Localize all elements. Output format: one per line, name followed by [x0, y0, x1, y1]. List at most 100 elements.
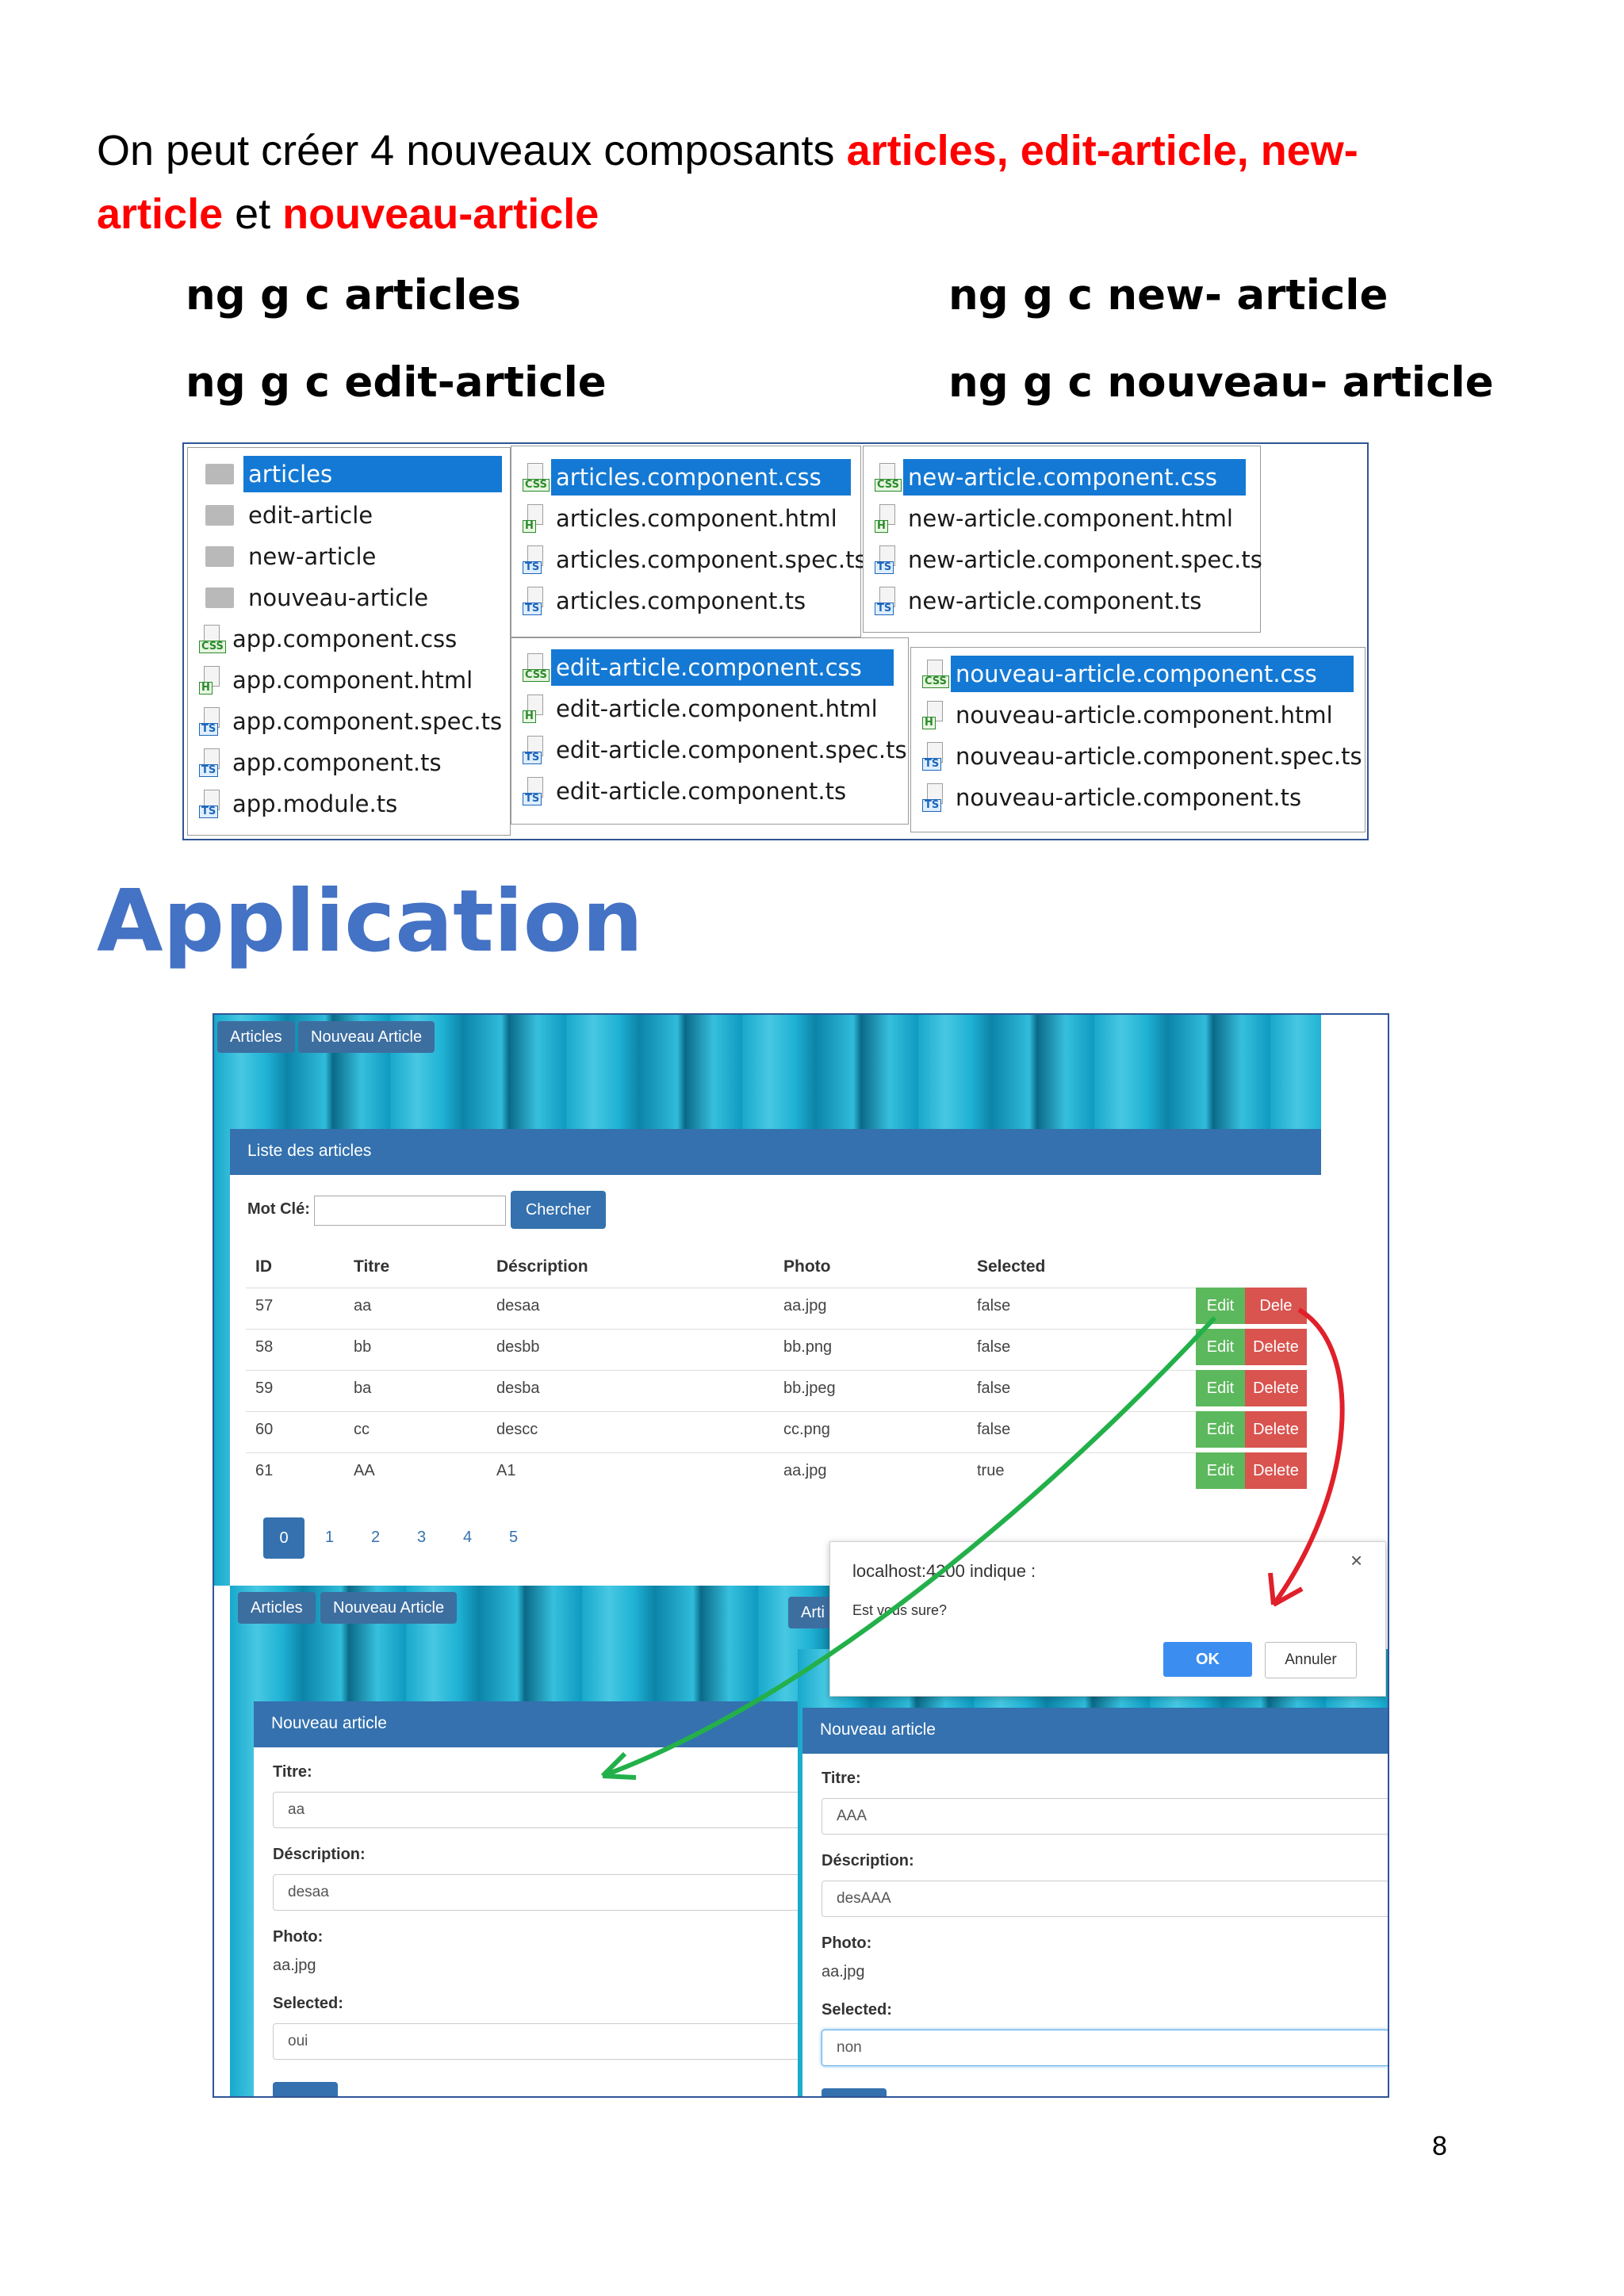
folder-new-article[interactable]: new-article: [188, 538, 381, 575]
description-input[interactable]: desaa: [273, 1874, 834, 1911]
cell-photo: bb.jpeg: [783, 1380, 836, 1397]
command-articles: ng g c articles: [186, 271, 521, 320]
selected-label: Selected:: [822, 2001, 892, 2019]
cell-titre: cc: [354, 1421, 370, 1438]
cell-id: 57: [255, 1297, 274, 1314]
folder-icon: [205, 546, 234, 567]
page-1-link[interactable]: 1: [325, 1529, 335, 1546]
search-button[interactable]: Chercher: [511, 1191, 606, 1229]
ts-file-icon: TS: [875, 545, 898, 574]
folder-icon: [205, 587, 234, 608]
selected-input[interactable]: non: [822, 2030, 1388, 2066]
page-5-link[interactable]: 5: [509, 1529, 519, 1546]
folder-edit-article[interactable]: edit-article: [188, 497, 377, 534]
intro-paragraph: On peut créer 4 nouveaux composants arti…: [97, 119, 1461, 246]
cell-titre: aa: [354, 1297, 372, 1314]
dialog-ok-button[interactable]: OK: [1163, 1642, 1252, 1677]
page-0-button[interactable]: 0: [263, 1517, 304, 1559]
save-button[interactable]: [273, 2082, 338, 2096]
delete-button[interactable]: Dele: [1245, 1288, 1307, 1324]
nav-nouveau-article[interactable]: Nouveau Article: [298, 1021, 435, 1053]
cell-description: A1: [496, 1462, 516, 1479]
ts-file-icon: TS: [199, 790, 223, 818]
page-3-link[interactable]: 3: [417, 1529, 427, 1546]
folder-nouveau-article[interactable]: nouveau-article: [188, 580, 433, 616]
dialog-cancel-button[interactable]: Annuler: [1265, 1642, 1357, 1678]
intro-text: On peut créer 4 nouveaux composants: [97, 127, 847, 174]
photo-value: aa.jpg: [273, 1957, 316, 1974]
edit-button[interactable]: Edit: [1196, 1411, 1245, 1448]
folder-icon: [205, 505, 234, 526]
delete-button[interactable]: Delete: [1245, 1329, 1307, 1365]
ts-file-icon: TS: [199, 707, 223, 736]
confirm-dialog: localhost:4200 indique : × Est vous sure…: [829, 1541, 1386, 1697]
nav-articles[interactable]: Articles: [217, 1021, 295, 1053]
edit-button[interactable]: Edit: [1196, 1329, 1245, 1365]
ts-file-icon: TS: [523, 545, 546, 574]
description-input[interactable]: desAAA: [822, 1881, 1388, 1917]
cell-titre: AA: [354, 1462, 375, 1479]
cell-titre: ba: [354, 1380, 372, 1397]
css-file-icon: CSS: [922, 660, 949, 688]
cell-selected: true: [977, 1462, 1005, 1479]
command-new-article: ng g c new- article: [948, 271, 1388, 320]
nav-articles[interactable]: Articles: [238, 1592, 316, 1624]
dialog-close-icon[interactable]: ×: [1350, 1548, 1363, 1572]
cell-selected: false: [977, 1297, 1011, 1314]
edit-form-title: Nouveau article: [254, 1701, 833, 1747]
cell-id: 59: [255, 1380, 274, 1397]
delete-button[interactable]: Delete: [1245, 1452, 1307, 1489]
green-arrow: [601, 1315, 1217, 1778]
page-4-link[interactable]: 4: [463, 1529, 473, 1546]
titre-input[interactable]: AAA: [822, 1798, 1388, 1835]
folder-articles[interactable]: articles: [188, 456, 502, 492]
html-file-icon: H: [922, 701, 946, 729]
ts-file-icon: TS: [523, 736, 546, 764]
page-2-link[interactable]: 2: [371, 1529, 381, 1546]
cell-id: 58: [255, 1338, 274, 1356]
save-button[interactable]: [822, 2088, 887, 2096]
delete-button[interactable]: Delete: [1245, 1370, 1307, 1406]
cell-description: desba: [496, 1380, 540, 1397]
col-id: ID: [255, 1257, 272, 1276]
delete-button[interactable]: Delete: [1245, 1411, 1307, 1448]
edit-button[interactable]: Edit: [1196, 1288, 1245, 1324]
selected-input[interactable]: oui: [273, 2023, 834, 2060]
description-label: Déscription:: [822, 1852, 914, 1869]
css-file-icon: CSS: [523, 653, 550, 682]
edit-button[interactable]: Edit: [1196, 1452, 1245, 1489]
search-input[interactable]: [314, 1196, 506, 1226]
dialog-message: Est vous sure?: [852, 1602, 948, 1618]
titre-input[interactable]: aa: [273, 1792, 834, 1828]
nav-nouveau-article[interactable]: Nouveau Article: [320, 1592, 458, 1624]
command-edit-article: ng g c edit-article: [186, 358, 607, 407]
page-number: 8: [1432, 2131, 1447, 2161]
html-file-icon: H: [875, 504, 898, 533]
cell-photo: cc.png: [783, 1421, 830, 1438]
edit-button[interactable]: Edit: [1196, 1370, 1245, 1406]
ts-file-icon: TS: [199, 748, 223, 777]
